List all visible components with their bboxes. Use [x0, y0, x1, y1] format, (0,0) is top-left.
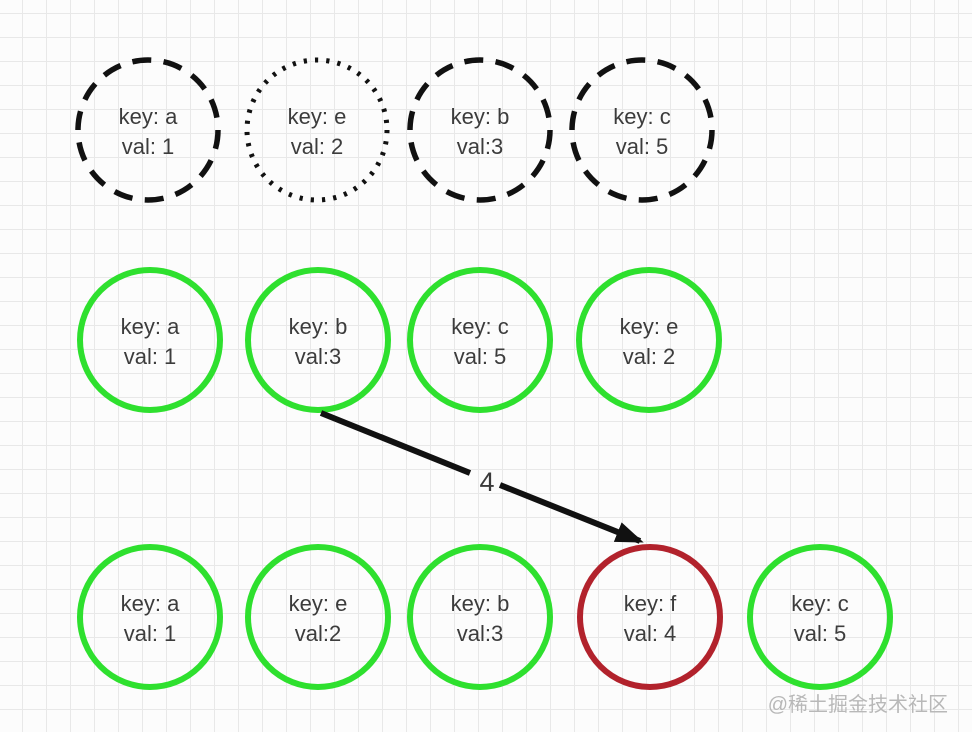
node-row-middle: key: a val: 1 key: b val:3 key: c val: 5… — [77, 267, 722, 413]
node-circle — [576, 267, 722, 413]
node-val-label: val:2 — [295, 621, 341, 646]
node-val-label: val: 5 — [794, 621, 847, 646]
watermark-text: @稀土掘金技术社区 — [768, 693, 948, 716]
node-key-label: key: c — [791, 591, 848, 616]
cache-node: key: b val:3 — [245, 267, 391, 413]
node-val-label: val: 2 — [291, 134, 344, 159]
arrow-line-segment — [498, 482, 644, 544]
node-row-bottom: key: a val: 1 key: e val:2 key: b val:3 … — [77, 544, 893, 690]
cache-node: key: b val:3 — [407, 544, 553, 690]
node-val-label: val:3 — [295, 344, 341, 369]
node-circle — [569, 57, 715, 203]
cache-node: key: e val: 2 — [244, 57, 390, 203]
node-circle — [577, 544, 723, 690]
node-val-label: val: 1 — [124, 621, 177, 646]
node-val-label: val: 1 — [124, 344, 177, 369]
cache-node: key: a val: 1 — [77, 267, 223, 413]
cache-node: key: a val: 1 — [77, 544, 223, 690]
node-circle — [244, 57, 390, 203]
node-key-label: key: c — [613, 104, 670, 129]
cache-node: key: c val: 5 — [747, 544, 893, 690]
cache-node: key: e val:2 — [245, 544, 391, 690]
arrow-weight-label: 4 — [479, 467, 494, 497]
cache-node: key: c val: 5 — [569, 57, 715, 203]
node-circle — [245, 267, 391, 413]
node-circle — [245, 544, 391, 690]
cache-node: key: b val:3 — [407, 57, 553, 203]
node-val-label: val: 4 — [624, 621, 677, 646]
node-key-label: key: e — [288, 104, 347, 129]
node-circle — [747, 544, 893, 690]
node-val-label: val: 2 — [623, 344, 676, 369]
node-val-label: val: 1 — [122, 134, 175, 159]
node-circle — [407, 267, 553, 413]
node-circle — [77, 544, 223, 690]
cache-node-new: key: f val: 4 — [577, 544, 723, 690]
cache-node: key: e val: 2 — [576, 267, 722, 413]
node-key-label: key: a — [119, 104, 178, 129]
node-val-label: val:3 — [457, 134, 503, 159]
node-key-label: key: a — [121, 314, 180, 339]
node-key-label: key: f — [624, 591, 677, 616]
node-key-label: key: b — [451, 104, 510, 129]
node-circle — [75, 57, 221, 203]
node-circle — [77, 267, 223, 413]
node-key-label: key: c — [451, 314, 508, 339]
node-circle — [407, 544, 553, 690]
transfer-arrow: 4 — [319, 410, 644, 544]
cache-node: key: a val: 1 — [75, 57, 221, 203]
node-key-label: key: e — [620, 314, 679, 339]
node-val-label: val:3 — [457, 621, 503, 646]
node-row-top: key: a val: 1 key: e val: 2 key: b val:3… — [75, 57, 715, 203]
node-val-label: val: 5 — [454, 344, 507, 369]
node-key-label: key: b — [289, 314, 348, 339]
arrow-line-segment — [319, 410, 472, 476]
node-key-label: key: b — [451, 591, 510, 616]
node-circle — [407, 57, 553, 203]
cache-node: key: c val: 5 — [407, 267, 553, 413]
node-key-label: key: a — [121, 591, 180, 616]
node-key-label: key: e — [289, 591, 348, 616]
node-val-label: val: 5 — [616, 134, 669, 159]
